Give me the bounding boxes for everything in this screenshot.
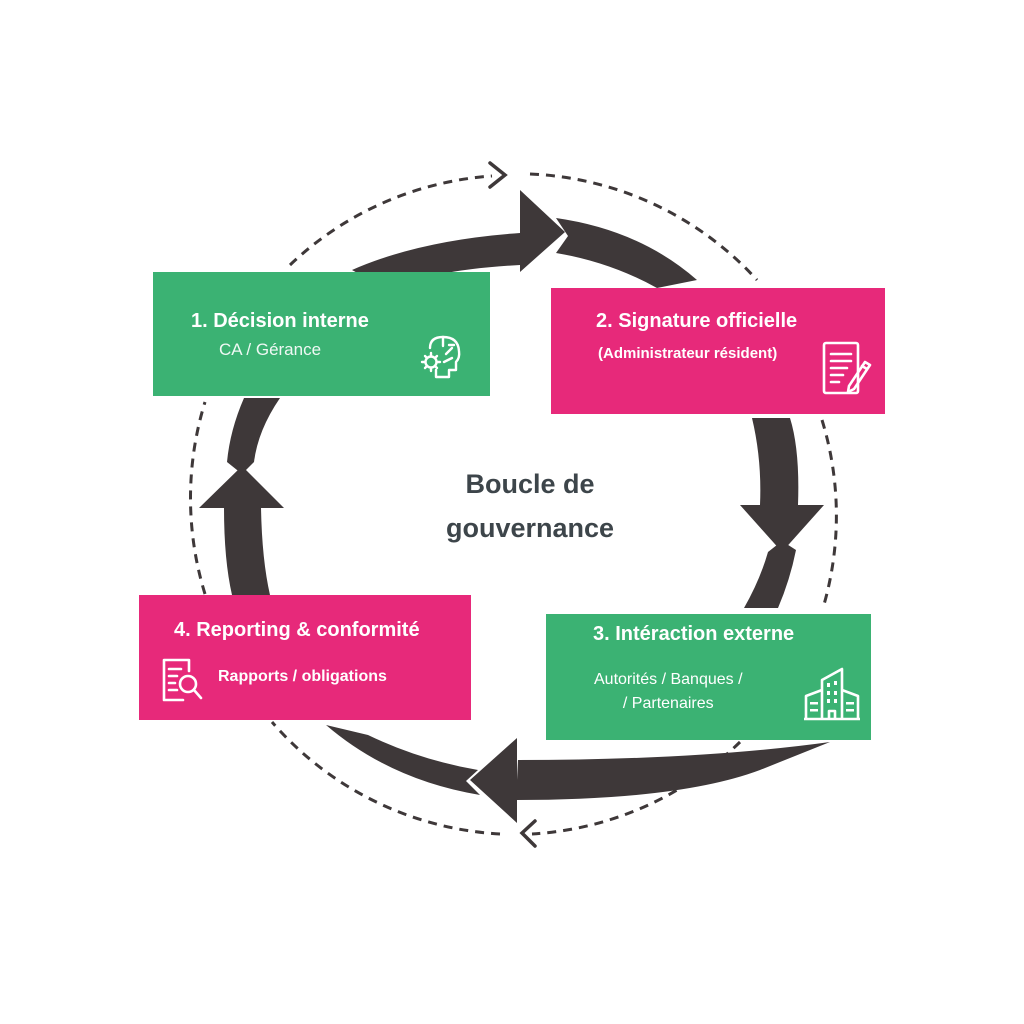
step-4-subtitle: Rapports / obligations [218,668,387,685]
dashed-arrowhead-bottom [519,819,537,848]
document-signature-icon [822,341,872,395]
brain-gear-icon [420,335,461,379]
step-3-external-box: 3. Intéraction externe Autorités / Banqu… [546,614,871,740]
step-3-subtitle-line-2: / Partenaires [622,695,714,712]
office-building-icon [804,667,860,721]
dashed-ring-top-left [288,174,493,267]
center-title: Boucle de gouvernance [412,462,648,550]
dashed-ring-bottom-left [270,721,501,836]
cycle-arrow-bottom [326,725,517,823]
step-3-title: 3. Intéraction externe [593,623,795,645]
step-1-decision-box: 1. Décision interne CA / Gérance [153,272,490,396]
cycle-arrow-left [199,398,284,508]
dashed-arrowhead-top [488,161,508,189]
dashed-ring-top-right [529,172,759,282]
cycle-arrow-left-tail [224,508,270,595]
cycle-arrow-right [740,505,824,608]
dashed-ring-right [820,419,838,609]
document-search-icon [162,658,203,702]
dashed-ring-left [189,401,207,595]
center-title-line-2: gouvernance [445,513,615,543]
step-1-subtitle: CA / Gérance [219,340,322,359]
cycle-arrow-bottom-tail [516,742,830,800]
step-2-signature-box: 2. Signature officielle (Administrateur … [551,288,885,414]
cycle-arrow-top [352,190,565,290]
step-3-subtitle: Autorités / Banques / / Partenaires [594,668,743,716]
center-title-line-1: Boucle de [465,469,595,499]
cycle-arrow-right-tail [752,418,799,505]
step-3-subtitle-line-1: Autorités / Banques / [594,671,743,688]
step-2-title: 2. Signature officielle [596,310,798,332]
step-2-subtitle: (Administrateur résident) [598,345,778,362]
step-4-reporting-box: 4. Reporting & conformité Rapports / obl… [139,595,471,720]
dashed-ring-bottom-right [531,740,742,836]
cycle-arrow-top-tail [556,218,697,288]
step-4-title: 4. Reporting & conformité [174,619,420,641]
step-1-title: 1. Décision interne [191,310,369,332]
